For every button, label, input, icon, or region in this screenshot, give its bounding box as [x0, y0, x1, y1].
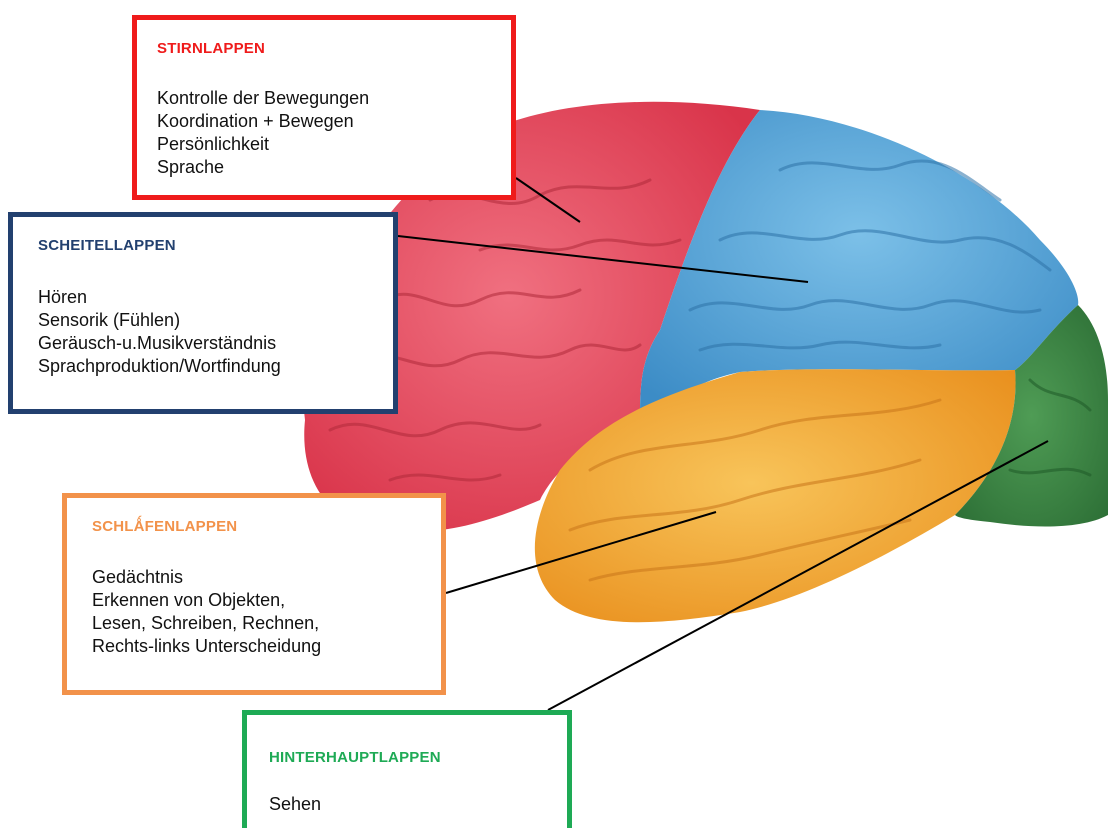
occipital-lobe-functions: Sehen — [269, 793, 321, 816]
function-item: Kontrolle der Bewegungen — [157, 87, 369, 110]
temporal-lobe-label-box: SCHLǺFENLAPPEN Gedächtnis Erkennen von O… — [62, 493, 446, 695]
function-item: Sensorik (Fühlen) — [38, 309, 281, 332]
frontal-lobe-label-box: STIRNLAPPEN Kontrolle der Bewegungen Koo… — [132, 15, 516, 200]
parietal-lobe-title: SCHEITELLAPPEN — [38, 237, 176, 254]
parietal-lobe-label-box: SCHEITELLAPPEN Hören Sensorik (Fühlen) G… — [8, 212, 398, 414]
frontal-lobe-functions: Kontrolle der Bewegungen Koordination + … — [157, 87, 369, 179]
function-item: Sehen — [269, 793, 321, 816]
parietal-lobe-functions: Hören Sensorik (Fühlen) Geräusch-u.Musik… — [38, 286, 281, 378]
occipital-lobe-title: HINTERHAUPTLAPPEN — [269, 749, 441, 766]
function-item: Sprachproduktion/Wortfindung — [38, 355, 281, 378]
function-item: Geräusch-u.Musikverständnis — [38, 332, 281, 355]
occipital-lobe-label-box: HINTERHAUPTLAPPEN Sehen — [242, 710, 572, 828]
function-item: Lesen, Schreiben, Rechnen, — [92, 612, 321, 635]
function-item: Rechts-links Unterscheidung — [92, 635, 321, 658]
function-item: Gedächtnis — [92, 566, 321, 589]
frontal-lobe-title: STIRNLAPPEN — [157, 40, 265, 57]
function-item: Erkennen von Objekten, — [92, 589, 321, 612]
function-item: Hören — [38, 286, 281, 309]
function-item: Koordination + Bewegen — [157, 110, 369, 133]
temporal-lobe-functions: Gedächtnis Erkennen von Objekten, Lesen,… — [92, 566, 321, 658]
function-item: Sprache — [157, 156, 369, 179]
function-item: Persönlichkeit — [157, 133, 369, 156]
temporal-lobe-title: SCHLǺFENLAPPEN — [92, 518, 237, 535]
